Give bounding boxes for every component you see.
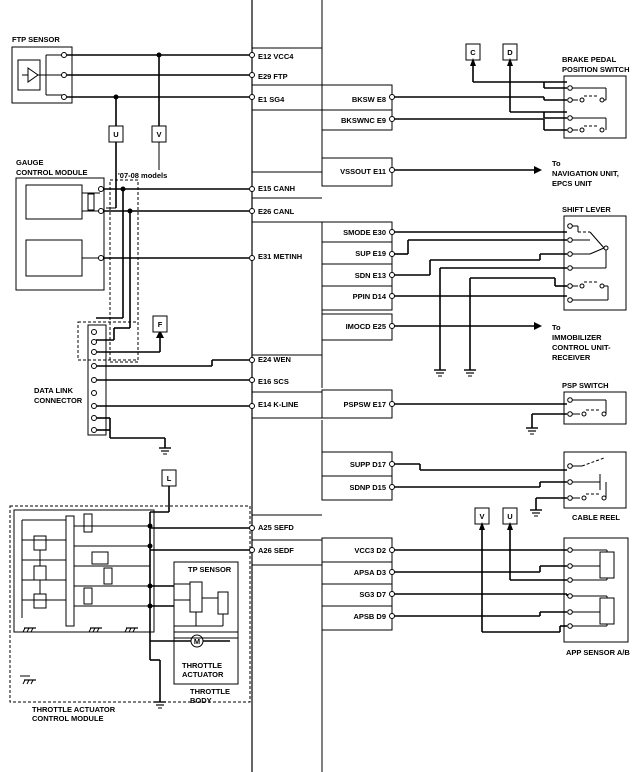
nav-destination-2: NAVIGATION UNIT, — [552, 169, 619, 178]
nav-destination-1: To — [552, 159, 561, 168]
svg-text:ACTUATOR: ACTUATOR — [182, 670, 224, 679]
svg-text:DATA LINK: DATA LINK — [34, 386, 74, 395]
svg-text:CONTROL UNIT-: CONTROL UNIT- — [552, 343, 611, 352]
tacm-wiring — [20, 486, 255, 709]
svg-text:SHIFT LEVER: SHIFT LEVER — [562, 205, 611, 214]
pin-supp: SUPP D17 — [350, 460, 386, 469]
svg-text:THROTTLE ACTUATOR: THROTTLE ACTUATOR — [32, 705, 116, 714]
psp-wiring — [389, 401, 567, 435]
pin-pspsw: PSPSW E17 — [343, 400, 386, 409]
pin-a26: A26 SEDF — [258, 546, 294, 555]
pin-sup: SUP E19 — [355, 249, 386, 258]
svg-text:BRAKE PEDAL: BRAKE PEDAL — [562, 55, 617, 64]
svg-text:THROTTLE: THROTTLE — [190, 687, 230, 696]
motor-symbol: M — [194, 637, 200, 646]
connector-f: F — [152, 315, 168, 333]
data-link-connector: DATA LINK CONNECTOR — [34, 321, 139, 436]
pin-e12: E12 VCC4 — [258, 52, 294, 61]
svg-text:C: C — [470, 48, 476, 57]
svg-text:CONTROL MODULE: CONTROL MODULE — [32, 714, 104, 723]
svg-text:U: U — [113, 130, 118, 139]
pin-bkswnc: BKSWNC E9 — [341, 116, 386, 125]
pin-sdn: SDN E13 — [355, 271, 386, 280]
svg-text:To: To — [552, 323, 561, 332]
psp-switch: PSP SWITCH — [562, 381, 627, 425]
connector-v-bottom: V — [151, 125, 167, 143]
svg-text:TP SENSOR: TP SENSOR — [188, 565, 232, 574]
svg-text:V: V — [156, 130, 161, 139]
pin-bksw: BKSW E8 — [352, 95, 386, 104]
svg-text:POSITION SWITCH: POSITION SWITCH — [562, 65, 630, 74]
svg-text:APP SENSOR A/B: APP SENSOR A/B — [566, 648, 630, 657]
connector-u-app: U — [502, 507, 518, 525]
pin-e31: E31 METINH — [258, 252, 302, 261]
svg-text:THROTTLE: THROTTLE — [182, 661, 222, 670]
pin-e26: E26 CANL — [258, 207, 295, 216]
can-wiring — [96, 142, 255, 363]
svg-text:BODY: BODY — [190, 696, 212, 705]
gauge-control-module: GAUGE CONTROL MODULE '07-08 models — [15, 158, 167, 291]
throttle-actuator-control-module: TP SENSOR M THROTTLE ACTUATOR THROTTLE B… — [9, 505, 251, 723]
app-wiring — [389, 522, 568, 633]
cable-reel: CABLE REEL — [563, 451, 627, 522]
cable-reel-wiring — [389, 461, 567, 517]
pin-apsb: APSB D9 — [353, 612, 386, 621]
svg-text:D: D — [507, 48, 513, 57]
pin-e15: E15 CANH — [258, 184, 295, 193]
pin-apsa: APSA D3 — [354, 568, 386, 577]
pin-sg3: SG3 D7 — [359, 590, 386, 599]
pin-imocd: IMOCD E25 — [346, 322, 386, 331]
connector-v-app: V — [474, 507, 490, 525]
svg-text:PSP SWITCH: PSP SWITCH — [562, 381, 609, 390]
ftp-sensor: FTP SENSOR — [11, 35, 73, 104]
pin-e16: E16 SCS — [258, 377, 289, 386]
ecm-left-pins: E12 VCC4 E29 FTP E1 SG4 E15 CANH E26 CAN… — [258, 52, 302, 555]
connector-d: D — [502, 43, 518, 61]
svg-text:CONTROL MODULE: CONTROL MODULE — [16, 168, 88, 177]
ecm-block — [251, 0, 393, 772]
pin-sdnp: SDNP D15 — [349, 483, 386, 492]
svg-text:IMMOBILIZER: IMMOBILIZER — [552, 333, 602, 342]
ftp-sensor-label: FTP SENSOR — [12, 35, 60, 44]
connector-l: L — [161, 469, 177, 487]
dlc-wiring — [97, 330, 255, 455]
connector-c: C — [465, 43, 481, 61]
pin-e1: E1 SG4 — [258, 95, 285, 104]
pin-e29: E29 FTP — [258, 72, 288, 81]
svg-text:F: F — [158, 320, 163, 329]
ecm-right-pins: BKSW E8 BKSWNC E9 VSSOUT E11 SMODE E30 S… — [340, 95, 387, 621]
svg-text:U: U — [507, 512, 512, 521]
brake-pedal-position-switch: BRAKE PEDAL POSITION SWITCH — [562, 55, 630, 139]
pin-ppin: PPIN D14 — [353, 292, 387, 301]
pin-a25: A25 SEFD — [258, 523, 294, 532]
pin-e24: E24 WEN — [258, 355, 291, 364]
shift-wiring — [389, 229, 567, 377]
pin-smode: SMODE E30 — [343, 228, 386, 237]
svg-text:RECEIVER: RECEIVER — [552, 353, 591, 362]
imocd-wiring: To IMMOBILIZER CONTROL UNIT- RECEIVER — [389, 322, 611, 362]
vssout-wiring: To NAVIGATION UNIT, EPCS UNIT — [389, 159, 619, 188]
connector-u-bottom: U — [108, 125, 124, 143]
pin-vcc3: VCC3 D2 — [354, 546, 386, 555]
ftp-wiring — [67, 52, 255, 126]
app-sensor: APP SENSOR A/B — [563, 537, 630, 657]
models-note: '07-08 models — [118, 171, 167, 180]
brake-wiring — [389, 58, 567, 131]
svg-text:CABLE REEL: CABLE REEL — [572, 513, 620, 522]
svg-text:V: V — [479, 512, 484, 521]
pin-vssout: VSSOUT E11 — [340, 167, 386, 176]
shift-lever: SHIFT LEVER — [562, 205, 627, 311]
svg-text:GAUGE: GAUGE — [16, 158, 44, 167]
pin-e14: E14 K-LINE — [258, 400, 298, 409]
svg-text:CONNECTOR: CONNECTOR — [34, 396, 83, 405]
nav-destination-3: EPCS UNIT — [552, 179, 592, 188]
svg-text:L: L — [167, 474, 172, 483]
